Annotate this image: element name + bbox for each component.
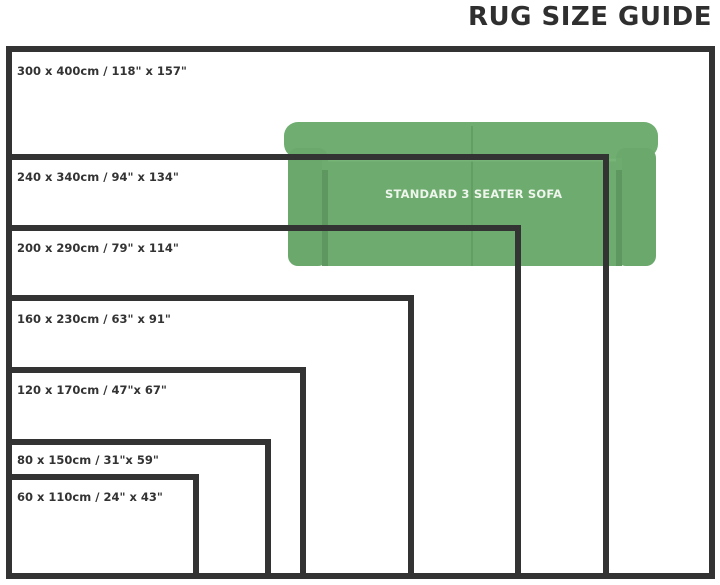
- rug-label-300x400: 300 x 400cm / 118" x 157": [17, 64, 187, 78]
- rug-label-80x150: 80 x 150cm / 31"x 59": [17, 453, 159, 467]
- rug-label-200x290: 200 x 290cm / 79" x 114": [17, 241, 179, 255]
- sofa-icon: [284, 122, 658, 266]
- page-title: RUG SIZE GUIDE: [467, 2, 712, 32]
- rug-label-60x110: 60 x 110cm / 24" x 43": [17, 490, 163, 504]
- rug-label-120x170: 120 x 170cm / 47"x 67": [17, 383, 167, 397]
- sofa-label: STANDARD 3 SEATER SOFA: [385, 187, 563, 201]
- rug-label-160x230: 160 x 230cm / 63" x 91": [17, 312, 171, 326]
- rug-label-240x340: 240 x 340cm / 94" x 134": [17, 170, 179, 184]
- rug-outline-60x110: [6, 474, 199, 579]
